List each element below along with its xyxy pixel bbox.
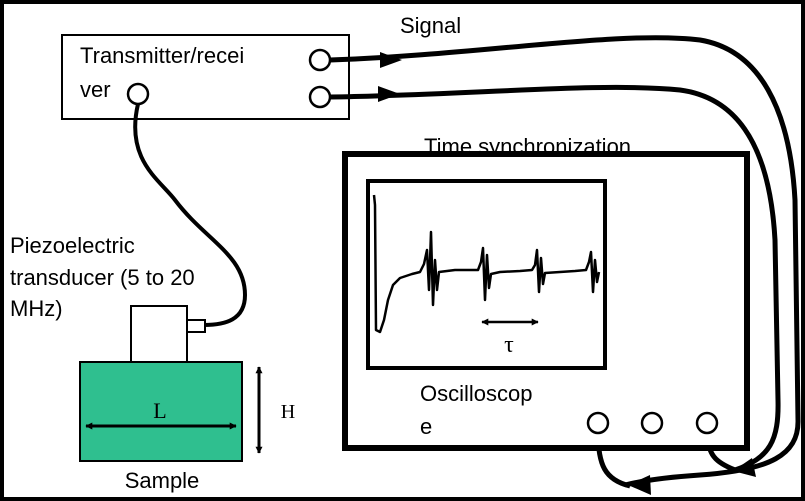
oscilloscope: τ Oscilloscop e bbox=[342, 151, 750, 451]
transducer-label-line3: MHz) bbox=[10, 296, 63, 321]
oscilloscope-label-line2: e bbox=[420, 414, 432, 439]
signal-label: Signal bbox=[400, 13, 461, 38]
transducer-body bbox=[130, 305, 188, 363]
sample-label: Sample bbox=[125, 468, 200, 493]
sync-cable bbox=[329, 84, 781, 473]
sync-cable-arrow bbox=[378, 86, 400, 102]
transmitter-port-sync bbox=[308, 85, 332, 109]
transmitter-receiver: Transmitter/recei ver bbox=[61, 34, 350, 120]
transmitter-label-line1: Transmitter/recei bbox=[80, 43, 244, 68]
signal-input-arrow bbox=[628, 475, 651, 495]
transducer bbox=[130, 305, 206, 363]
oscilloscope-port-2 bbox=[640, 411, 664, 435]
height-label: H bbox=[281, 401, 295, 423]
oscilloscope-port-3 bbox=[695, 411, 719, 435]
transmitter-port-probe bbox=[126, 82, 150, 106]
length-label: L bbox=[153, 398, 166, 423]
transmitter-box bbox=[61, 34, 350, 120]
transmitter-label-line2: ver bbox=[80, 77, 111, 102]
sample-block bbox=[79, 361, 243, 462]
oscilloscope-port-1 bbox=[586, 411, 610, 435]
transducer-label-line1: Piezoelectric bbox=[10, 233, 135, 258]
transducer-connector bbox=[186, 319, 206, 333]
signal-cable bbox=[329, 35, 801, 488]
signal-cable-arrow bbox=[380, 52, 402, 68]
transducer-label-line2: transducer (5 to 20 bbox=[10, 265, 195, 290]
probe-cable bbox=[133, 103, 248, 327]
oscilloscope-label-line1: Oscilloscop bbox=[420, 381, 532, 406]
transmitter-port-signal bbox=[308, 48, 332, 72]
tau-label: τ bbox=[504, 332, 514, 358]
sync-input-arrow bbox=[733, 458, 756, 477]
waveform-trace bbox=[372, 194, 601, 334]
